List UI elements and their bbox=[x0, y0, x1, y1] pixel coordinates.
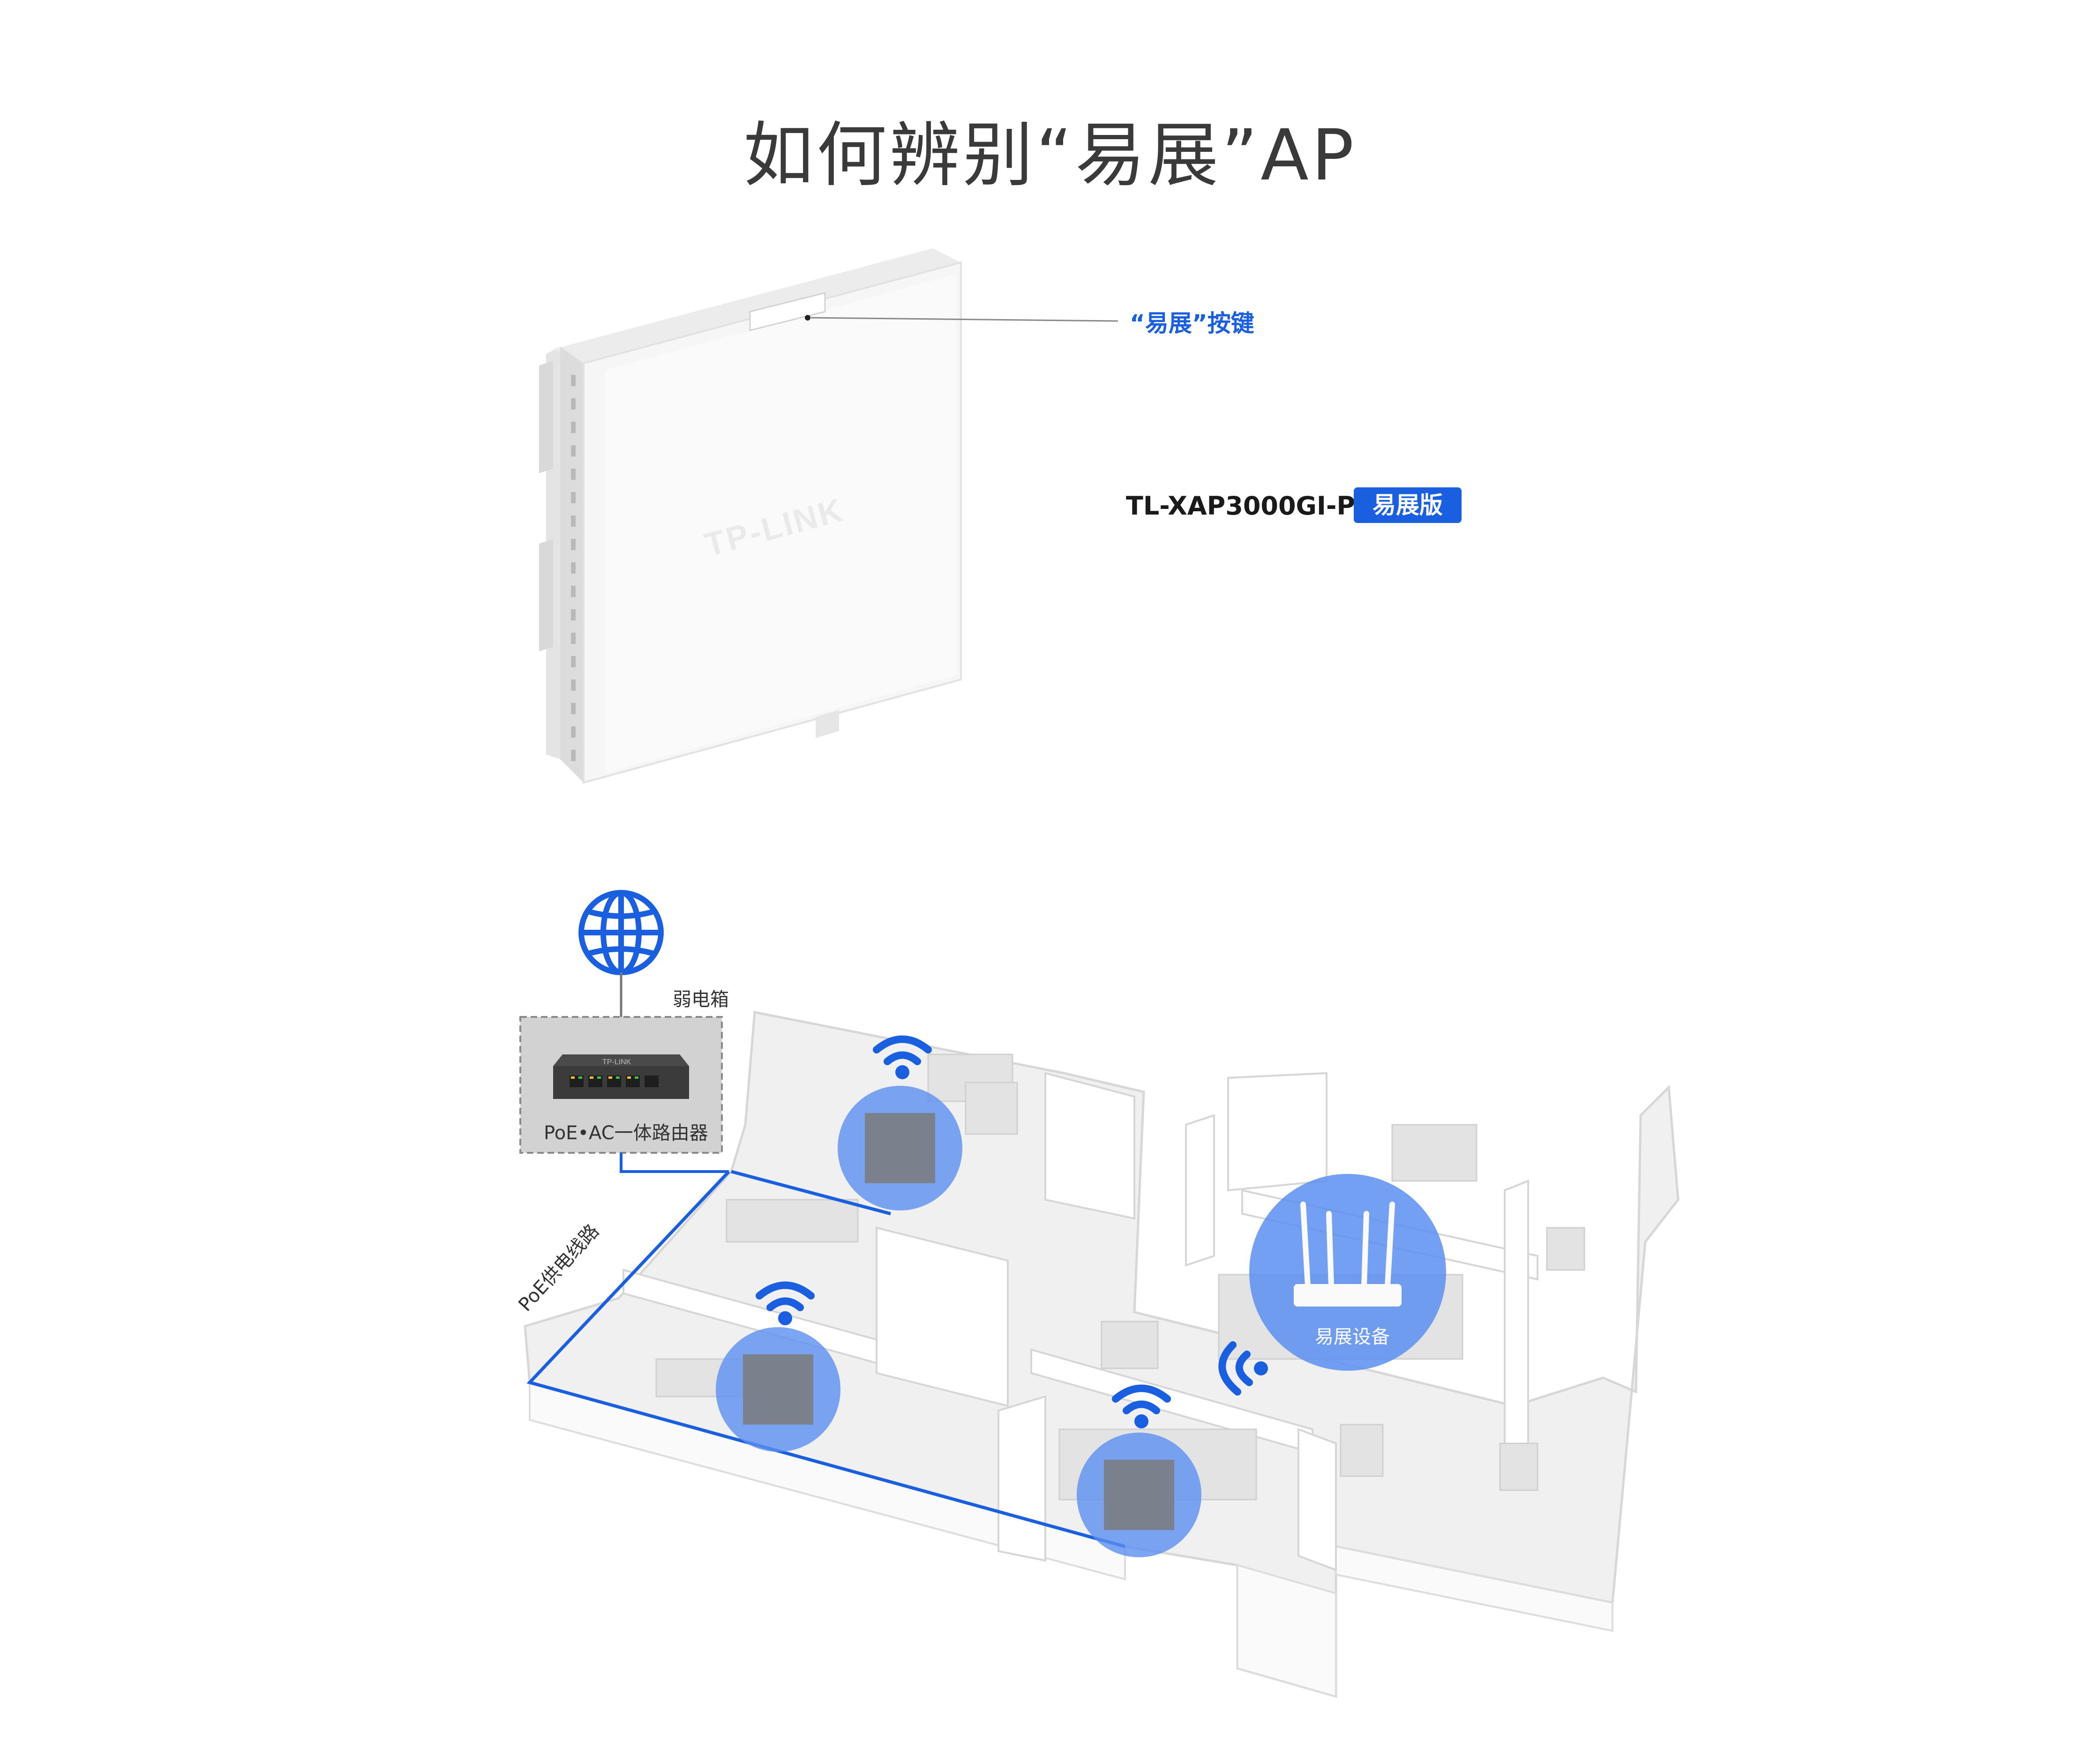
wifi-icon bbox=[873, 1035, 932, 1065]
ap-panel-icon bbox=[838, 1086, 962, 1210]
wifi-icon bbox=[1112, 1384, 1171, 1414]
model-name: TL-XAP3000GI-PoE bbox=[1126, 491, 1390, 521]
globe-icon bbox=[578, 890, 664, 975]
edition-badge: 易展版 bbox=[1354, 487, 1462, 523]
cabinet-label: 弱电箱 bbox=[673, 989, 729, 1010]
hotkey-label: “易展”按键 bbox=[1130, 310, 1254, 337]
wifi-icon bbox=[756, 1281, 815, 1311]
ap-panel-icon bbox=[716, 1327, 840, 1452]
mesh-device-label: 易展设备 bbox=[1315, 1326, 1390, 1348]
product-image bbox=[539, 248, 1118, 784]
router-label: PoE•AC一体路由器 bbox=[544, 1122, 708, 1144]
router-brand: TP-LINK bbox=[602, 1058, 631, 1066]
page-title: 如何辨别“易展”AP bbox=[743, 115, 1357, 196]
wifi-icon bbox=[1218, 1341, 1253, 1396]
router-icon bbox=[553, 1054, 689, 1099]
ap-panel-icon bbox=[1077, 1433, 1201, 1557]
router-icon bbox=[1249, 1174, 1446, 1371]
